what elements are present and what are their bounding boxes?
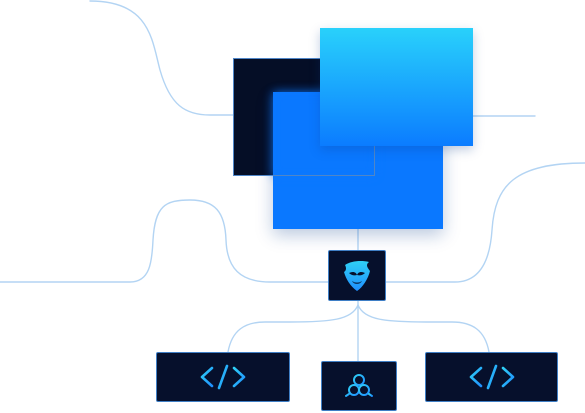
gradient-panel-block <box>320 28 473 146</box>
connector-top-left <box>89 0 234 116</box>
module-node-center[interactable] <box>321 361 397 411</box>
connector-hub-left-node <box>227 304 359 353</box>
code-node-right[interactable] <box>425 352 558 402</box>
connector-left-hub <box>0 199 329 283</box>
connector-hub-right-node <box>357 304 490 353</box>
connector-right-hub <box>385 162 585 283</box>
code-brackets-icon <box>468 362 516 392</box>
code-brackets-icon <box>199 362 247 392</box>
stylized-mask-logo-icon <box>341 259 373 293</box>
atom-knot-icon <box>344 371 374 401</box>
code-node-left[interactable] <box>156 352 290 402</box>
hub-node[interactable] <box>328 250 386 301</box>
